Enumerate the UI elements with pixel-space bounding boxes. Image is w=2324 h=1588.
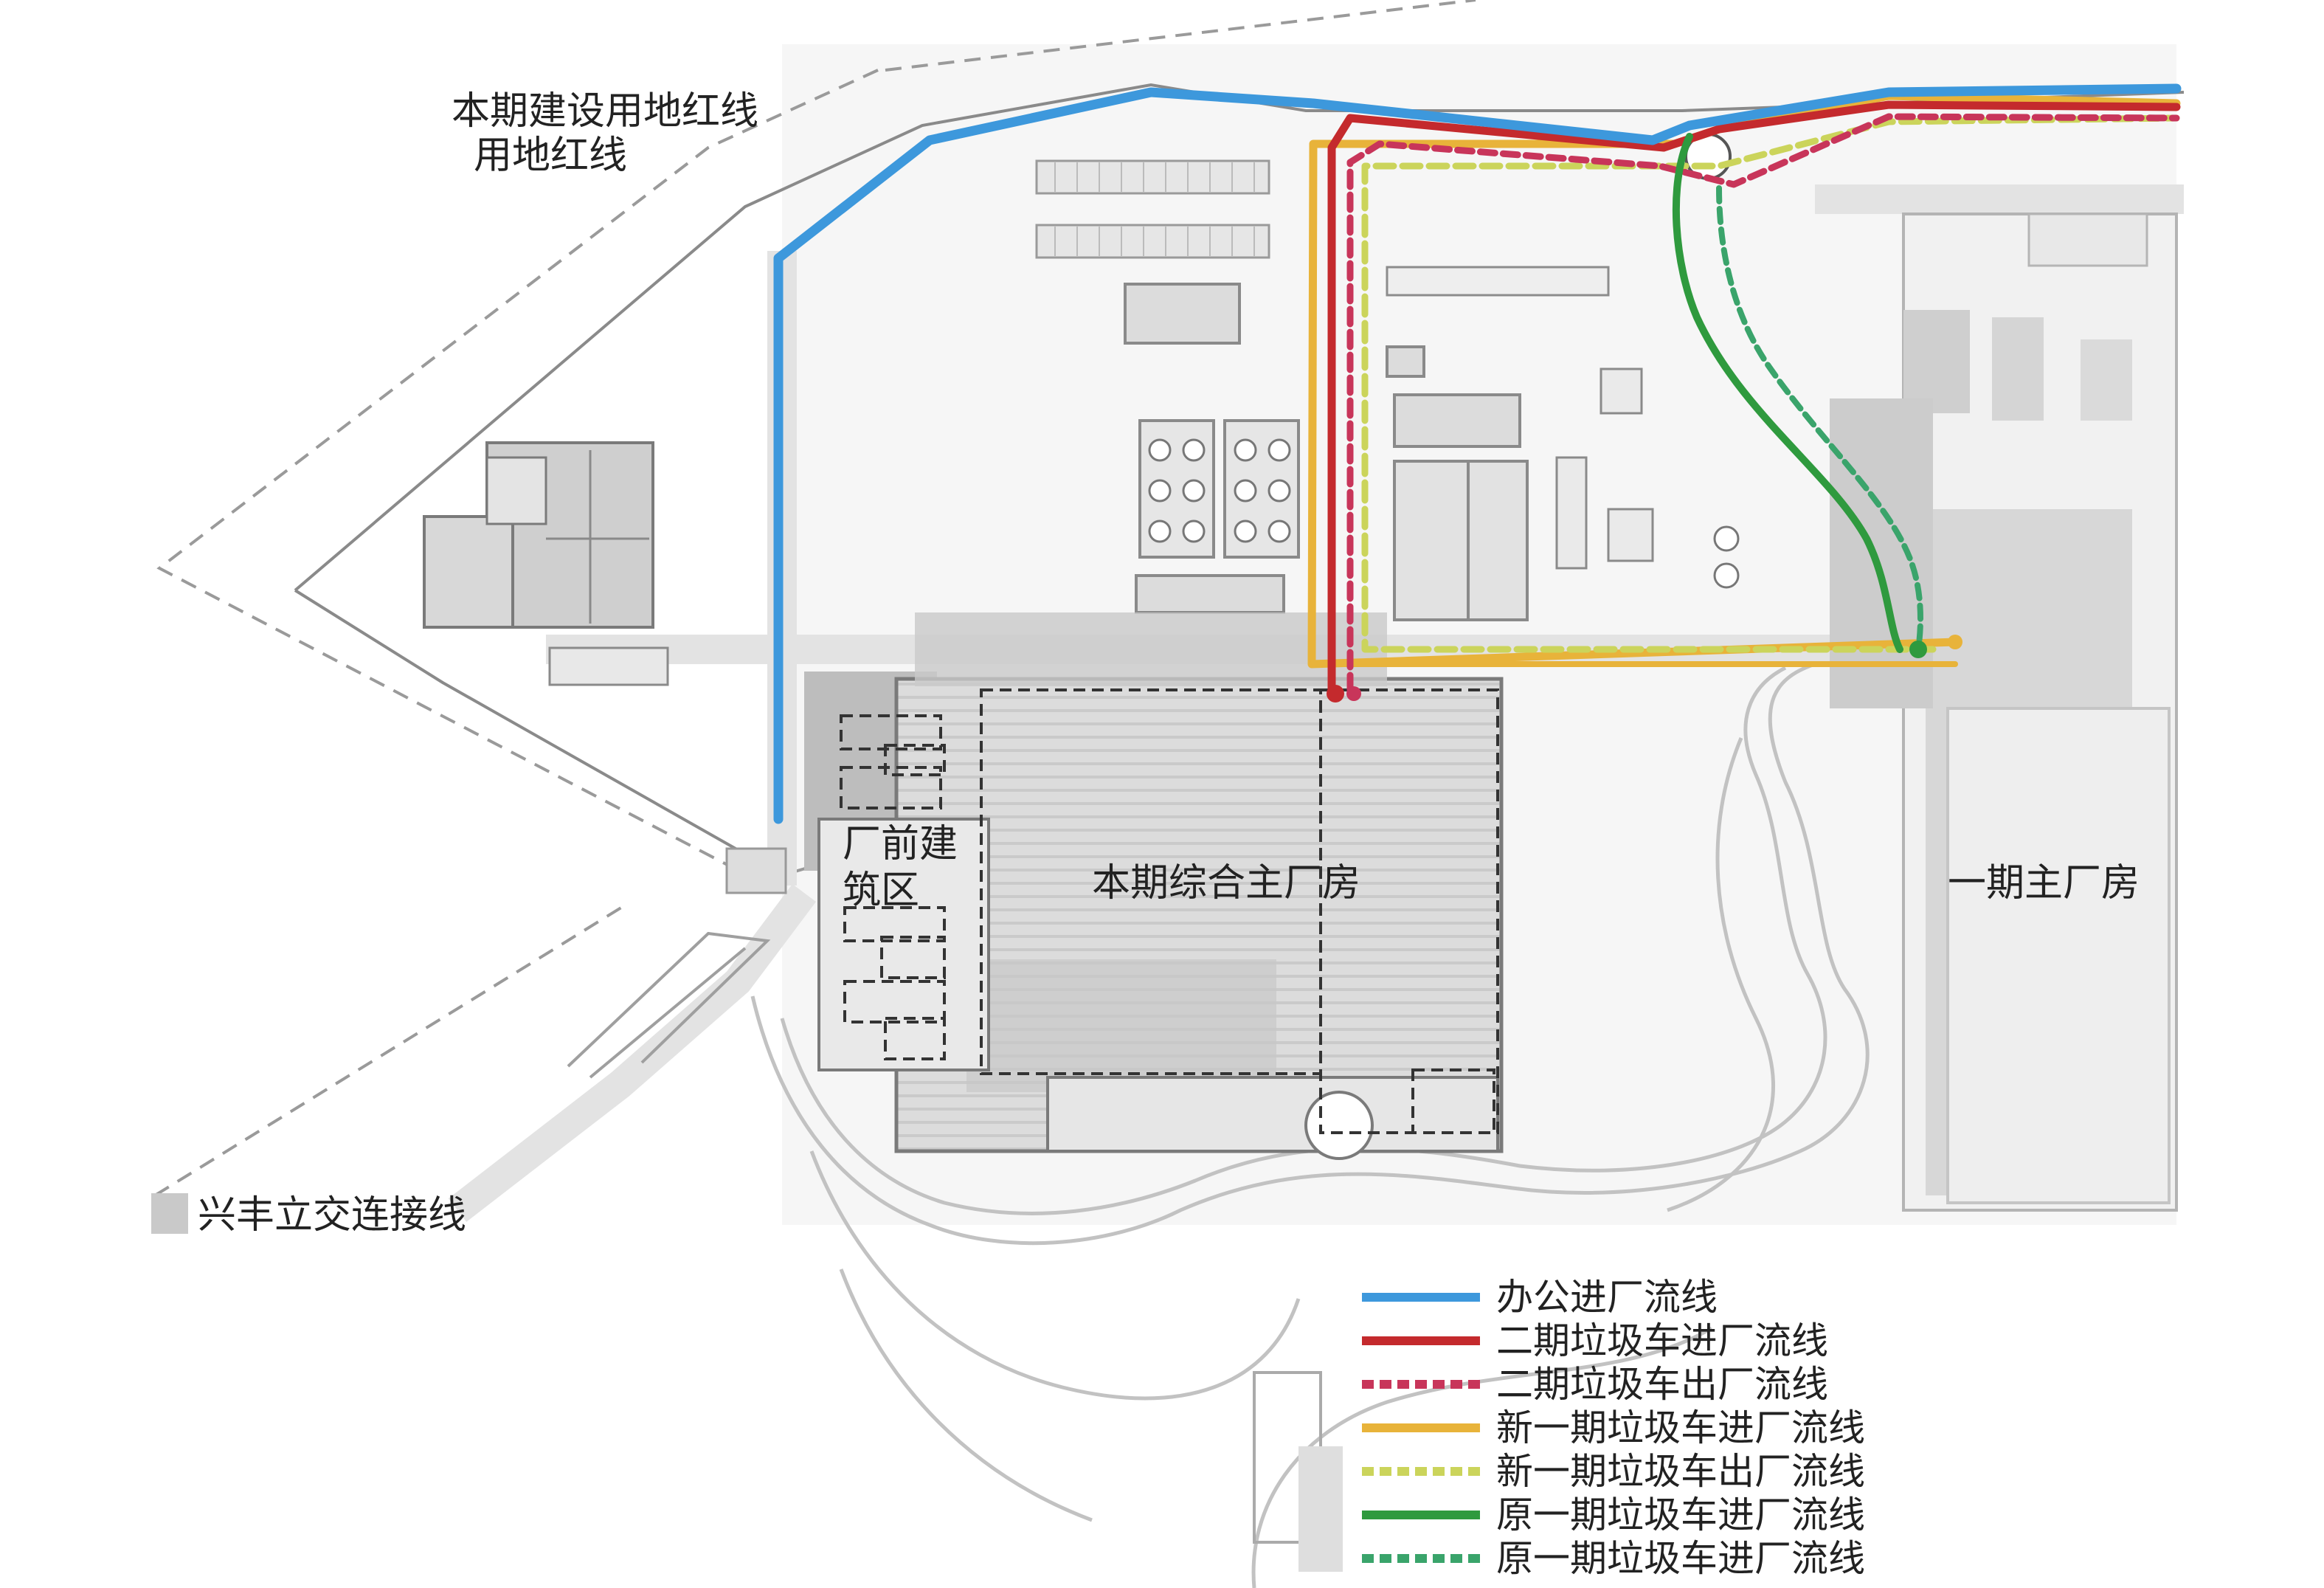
tanks xyxy=(1148,438,1740,589)
legend-label: 新一期垃圾车进厂流线 xyxy=(1496,1406,1865,1449)
legend-label: 二期垃圾车出厂流线 xyxy=(1496,1363,1828,1406)
legend-item: 原一期垃圾车进厂流线 xyxy=(1362,1529,2100,1580)
route-phase2-exit xyxy=(1346,113,2180,694)
legend-item: 原一期垃圾车进厂流线 xyxy=(1362,1485,2100,1536)
flow-routes xyxy=(773,83,2182,824)
legend-item: 二期垃圾车出厂流线 xyxy=(1362,1355,2100,1406)
legend-label: 二期垃圾车进厂流线 xyxy=(1496,1319,1828,1362)
label-front-area-line1: 厂前建 xyxy=(843,822,958,866)
phase1-building-area xyxy=(1830,213,2178,1212)
legend-item: 二期垃圾车进厂流线 xyxy=(1362,1311,2100,1362)
legend-label: 办公进厂流线 xyxy=(1496,1276,1718,1319)
east-small-structures xyxy=(1555,367,1654,570)
landscape-paths xyxy=(750,662,1870,1588)
label-redline-current: 本期建设用地红线 xyxy=(452,89,759,134)
parking-slots-east xyxy=(1386,266,1610,297)
legend-item: 办公进厂流线 xyxy=(1362,1268,2100,1319)
label-main-plant: 本期综合主厂房 xyxy=(1092,861,1361,905)
parking-rows xyxy=(1035,159,1270,259)
legend-swatches xyxy=(1362,1293,1480,1563)
main-plant-building xyxy=(804,612,1504,1160)
label-front-area-line2: 筑区 xyxy=(843,869,920,913)
route-phase2-entry xyxy=(1327,100,2181,694)
legend-label: 新一期垃圾车出厂流线 xyxy=(1496,1450,1865,1493)
land-boundary xyxy=(294,83,2185,872)
route-office-entry xyxy=(773,83,2182,824)
office-building xyxy=(423,441,654,629)
plant-dashed-outlines xyxy=(840,688,1499,1134)
route-orig-phase1-dashed xyxy=(1716,185,1923,652)
legend-item: 新一期垃圾车出厂流线 xyxy=(1362,1442,2100,1493)
label-interchange: 兴丰立交连接线 xyxy=(198,1193,467,1237)
legend: 办公进厂流线 二期垃圾车进厂流线 二期垃圾车出厂流线 新一期垃圾车进厂流线 新一… xyxy=(1362,1268,2100,1580)
gatehouse xyxy=(548,646,669,686)
label-redline: 用地红线 xyxy=(474,134,628,178)
interchange-swatch xyxy=(151,1193,188,1234)
label-phase1-plant: 一期主厂房 xyxy=(1948,861,2140,905)
legend-item: 新一期垃圾车进厂流线 xyxy=(1362,1398,2100,1449)
route-endpoints xyxy=(1327,635,1962,702)
route-orig-phase1-entry xyxy=(1672,133,1903,653)
connector-road xyxy=(567,931,771,1079)
legend-label: 原一期垃圾车进厂流线 xyxy=(1496,1494,1865,1536)
legend-label: 原一期垃圾车进厂流线 xyxy=(1496,1537,1865,1580)
